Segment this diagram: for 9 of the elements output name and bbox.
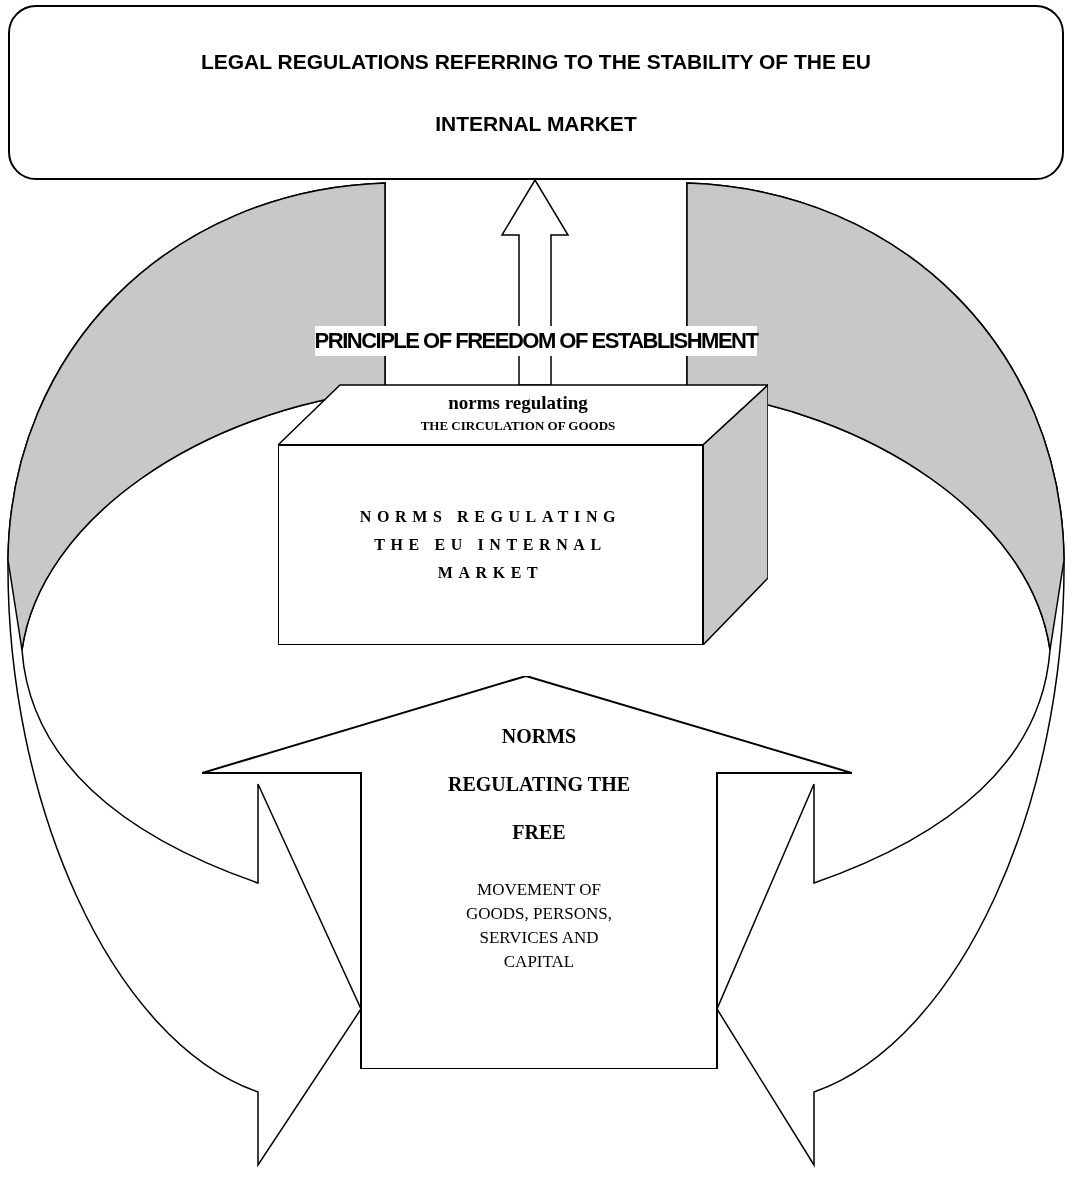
top-face-subheading: THE CIRCULATION OF GOODS <box>420 417 616 435</box>
rounded-box <box>8 5 1064 180</box>
principle-label: PRINCIPLE OF FREEDOM OF ESTABLISHMENT <box>314 326 758 356</box>
block-arrow-shape <box>202 676 852 1069</box>
arrow-heading: NORMS REGULATING THE FREE <box>446 724 632 845</box>
top-face-heading: norms regulating <box>448 391 588 415</box>
box-title: LEGAL REGULATIONS REFERRING TO THE STABILITY OF THE EU INTERNAL MARKET <box>199 48 873 137</box>
front-face-text: NORMS REGULATING THE EU INTERNAL MARKET <box>358 507 623 583</box>
arrow-body-text: MOVEMENT OF GOODS, PERSONS, SERVICES AND CAPITAL <box>465 879 613 973</box>
